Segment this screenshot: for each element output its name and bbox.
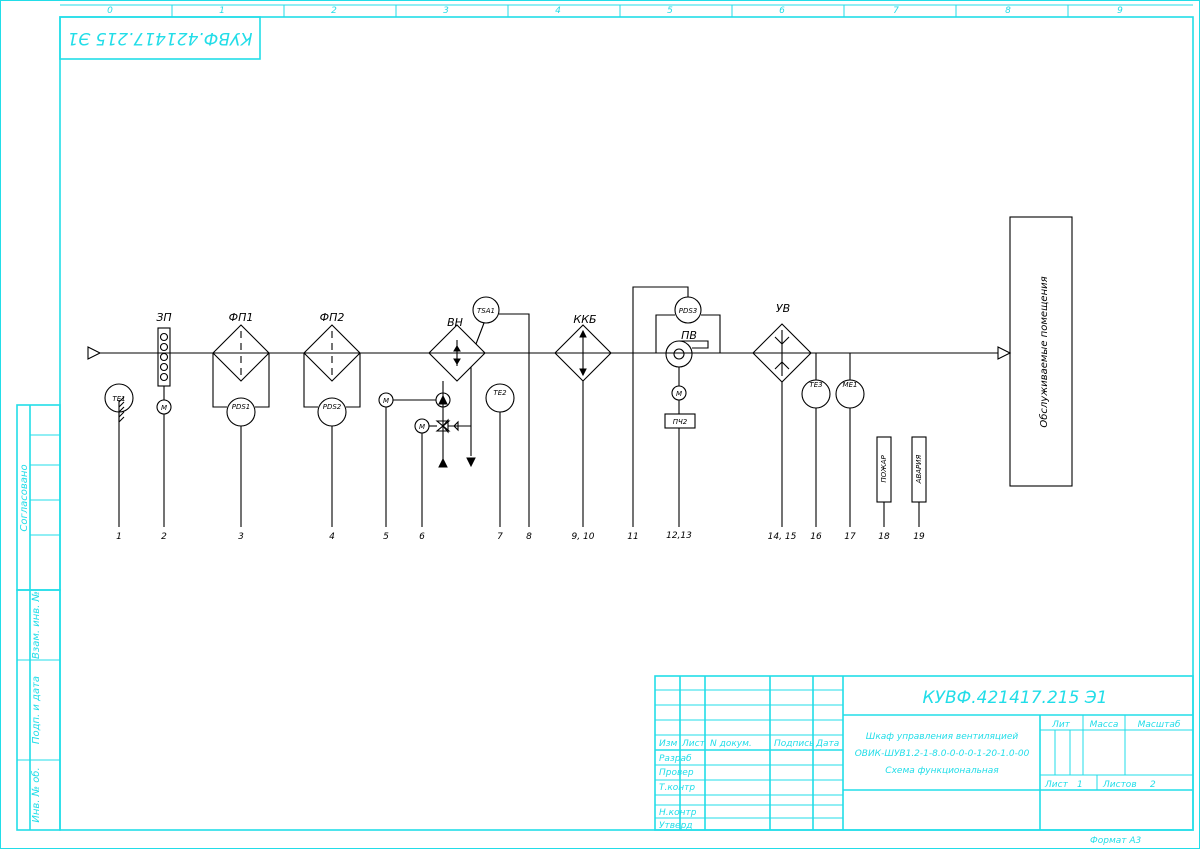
tb-col-sign: Подпись [774, 739, 814, 749]
line-number: 14, 15 [768, 532, 797, 542]
tb-role-tkontr: Т.контр [659, 783, 695, 793]
unit-uv-label: УВ [776, 302, 790, 315]
line-number: 3 [238, 532, 244, 542]
three-way-valve-icon [435, 418, 471, 434]
fire-signal-label: ПОЖАР [880, 455, 888, 483]
tb-sheets-label: Листов [1102, 780, 1137, 790]
wall-hatch-icon [118, 396, 125, 423]
supply-flow-arrow [438, 457, 448, 468]
zone-7: 7 [893, 6, 899, 16]
unit-fp1-label: ФП1 [229, 311, 254, 324]
line-number: 7 [497, 532, 503, 542]
line-number: 12,13 [666, 531, 692, 541]
tb-masshtab: Масштаб [1138, 720, 1181, 730]
tb-role-nkontr: Н.контр [659, 808, 697, 818]
zone-4: 4 [555, 6, 561, 16]
air-outlet-arrow [997, 346, 1012, 360]
title-block: КУВФ.421417.215 Э1 Шкаф управления венти… [654, 675, 1194, 846]
side-label-sign-date: Подп. и дата [31, 676, 42, 744]
damper-actuator-label: M [161, 404, 167, 412]
tb-lit: Лит [1051, 720, 1071, 730]
sensor-pds2-label: PDS2 [323, 403, 342, 411]
filter-2-icon [303, 324, 361, 382]
top-stamp: КУВФ.421417.215 Э1 [59, 16, 261, 60]
line-number: 9, 10 [572, 532, 595, 542]
line-number: 2 [161, 532, 167, 542]
tb-title-line1: Шкаф управления вентиляцией [866, 732, 1019, 742]
line-number: 6 [419, 532, 425, 542]
zone-9: 9 [1117, 6, 1123, 16]
line-number: 8 [526, 532, 532, 542]
zone-2: 2 [331, 6, 337, 16]
line-number: 19 [913, 532, 925, 542]
sensor-pds1-label: PDS1 [232, 403, 251, 411]
unit-fp2-label: ФП2 [320, 311, 345, 324]
diagram: Обслуживаемые помещения TE1 ЗП M ФП1 [87, 216, 1073, 542]
tb-massa: Масса [1090, 720, 1119, 730]
line-number: 5 [383, 532, 389, 542]
tb-sheet-num: 1 [1077, 780, 1083, 790]
valve-actuator-label: M [419, 423, 425, 431]
zone-8: 8 [1005, 6, 1011, 16]
side-column: Согласовано Взам. инв. № Подп. и дата Ин… [16, 404, 61, 831]
unit-kkb-label: ККБ [573, 313, 596, 326]
zone-6: 6 [779, 6, 785, 16]
tb-sheet-label: Лист [1044, 780, 1069, 790]
tb-designation: КУВФ.421417.215 Э1 [923, 688, 1108, 708]
sensor-tsa1 [472, 296, 500, 324]
line-number: 1 [116, 532, 122, 542]
zone-1: 1 [219, 6, 225, 16]
sensor-pds3-label: PDS3 [679, 307, 698, 315]
unit-pv-label: ПВ [681, 329, 697, 342]
tb-col-doc: N докум. [710, 739, 752, 749]
tb-sheets-num: 2 [1150, 780, 1156, 790]
tb-format: Формат А3 [1090, 836, 1142, 846]
sensor-te2-label: TE2 [493, 389, 507, 397]
tb-col-list: Лист [681, 739, 706, 749]
line-number: 17 [844, 532, 856, 542]
tb-role-razrab: Разраб [659, 754, 692, 764]
sensor-me1-label: ME1 [843, 381, 858, 389]
frequency-converter-label: ПЧ2 [673, 418, 688, 426]
tb-col-date: Дата [815, 739, 839, 749]
unit-zp-label: ЗП [156, 311, 171, 324]
unit-vn-label: ВН [447, 316, 463, 329]
line-number: 16 [810, 532, 822, 542]
alarm-signal-label: АВАРИЯ [915, 455, 923, 485]
line-number: 18 [878, 532, 890, 542]
filter-1-icon [212, 324, 270, 382]
zone-0: 0 [107, 6, 113, 16]
side-label-agreed: Согласовано [19, 464, 30, 531]
top-stamp-designation: КУВФ.421417.215 Э1 [68, 28, 253, 48]
fan-motor-label: M [676, 390, 682, 398]
zone-3: 3 [443, 6, 449, 16]
sensor-te3-label: TE3 [809, 381, 822, 389]
sensor-pds3 [674, 296, 702, 324]
serviced-room-label: Обслуживаемые помещения [1038, 276, 1050, 427]
line-numbers: 1 2 3 4 5 6 7 8 9, 10 11 12,13 14, 15 16… [116, 531, 925, 542]
side-label-replace-inv: Взам. инв. № [31, 591, 42, 659]
frequency-converter [664, 413, 696, 429]
sensor-te1-label: TE1 [112, 395, 125, 403]
side-label-inv-orig: Инв. № об. [30, 767, 42, 822]
supply-fan-icon [665, 340, 709, 368]
zone-5: 5 [667, 6, 673, 16]
line-number: 11 [627, 532, 638, 542]
tb-role-utverd: Утверд [659, 821, 693, 831]
return-flow-arrow [466, 457, 476, 468]
air-inlet-arrow [87, 346, 102, 360]
line-number: 4 [329, 532, 335, 542]
pump-motor-label: M [383, 397, 389, 405]
air-damper-icon [157, 327, 171, 387]
sensor-tsa1-label: TSA1 [477, 307, 495, 315]
tb-col-izm: Изм [659, 739, 678, 749]
serviced-room [1009, 216, 1073, 487]
tb-title-line3: Схема функциональная [885, 766, 999, 776]
zone-labels: 0 1 2 3 4 5 6 7 8 9 [107, 6, 1123, 16]
tb-title-line2: ОВИК-ШУВ1.2-1-8.0-0-0-0-1-20-1.0-00 [855, 749, 1030, 759]
tb-role-prover: Провер [659, 768, 694, 778]
